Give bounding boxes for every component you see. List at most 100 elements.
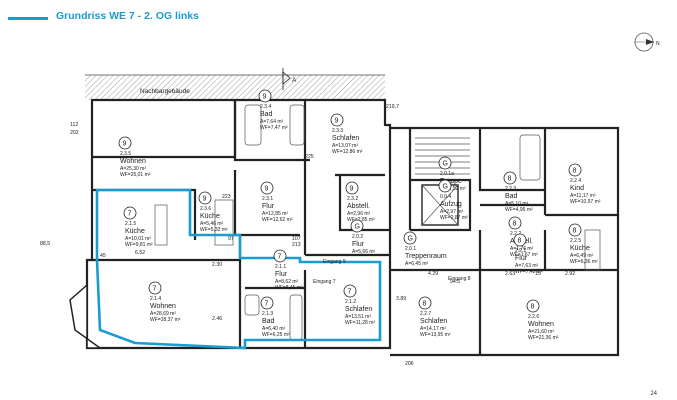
- dimension-label: 15: [535, 271, 541, 277]
- apartment-badge-label: 8: [531, 304, 535, 311]
- room-number: 2.2.2: [510, 231, 521, 237]
- apartment-badge: [403, 231, 417, 245]
- room-name: Abstell.: [347, 203, 370, 210]
- room-area: A=13,07 m²: [332, 143, 358, 149]
- apartment-badge-label: 9: [123, 141, 127, 148]
- room-name: Bad: [262, 318, 275, 325]
- stair: [415, 137, 470, 226]
- dimension-label: 219,7: [386, 104, 399, 110]
- entrance-label-9: Eingang 9: [323, 259, 346, 265]
- room-name: Schlafen: [332, 135, 359, 142]
- apartment-badge: [438, 156, 452, 170]
- apartment-badge-label: 8: [423, 301, 427, 308]
- room-area: A=5,10 m²: [505, 201, 529, 207]
- room-number: 2.1.3: [262, 311, 273, 317]
- room-area: A=5,66 m²: [352, 249, 376, 255]
- room-living-area: WF=8,45 m²: [275, 285, 303, 291]
- apartment-badge: [330, 113, 344, 127]
- room-living-area: WF=9,81 m²: [125, 242, 153, 248]
- room-number: 2.3.2: [347, 196, 358, 202]
- apartment-badge: [568, 163, 582, 177]
- apartment-badge: [568, 223, 582, 237]
- room-number: 2.1.5: [125, 221, 136, 227]
- room-living-area: WF=13,95 m²: [420, 332, 451, 338]
- room-name: Treppenraum: [405, 253, 447, 260]
- room-number: 2.3.4: [260, 104, 271, 110]
- room-name: Küche: [200, 213, 220, 220]
- bathtub-icons: [244, 104, 541, 341]
- apartment-badge: [438, 179, 452, 193]
- apartment-badge-label: 7: [348, 289, 352, 296]
- room-name: Schlafen: [345, 306, 372, 313]
- apartment-badge: [418, 296, 432, 310]
- room-name: Wohnen: [120, 158, 146, 165]
- dimension-label: 4.29: [428, 271, 438, 277]
- room-living-area: WF=10,97 m²: [570, 199, 601, 205]
- room-living-area: WF=12,62 m²: [262, 217, 293, 223]
- dimension-label: 2.30: [212, 262, 222, 268]
- room-living-area: WF=2,87 m²: [440, 215, 468, 221]
- dimension-labels: 112 202 219,7 223 225 6.52 2.30 2.46 97 …: [40, 104, 575, 367]
- room-name: Bad: [505, 193, 518, 200]
- room-number: 0.0.4: [440, 194, 451, 200]
- room-living-area: WF=7,48 m²: [515, 269, 543, 275]
- apartment-badge-label: G: [443, 161, 448, 168]
- dimension-label: 3.89: [396, 296, 406, 302]
- room-living-area: WF=11,28 m²: [345, 320, 375, 326]
- room-number: 2.1.1: [275, 264, 286, 270]
- room-area: A=1,76 m²: [510, 246, 534, 252]
- dimension-label: 202: [70, 130, 79, 136]
- room-number: 2.3.3: [332, 128, 343, 134]
- room-area: A=7,64 m²: [260, 119, 284, 125]
- room-number: 2.2.5: [570, 238, 581, 244]
- room-area: A=10,01 m²: [125, 236, 151, 242]
- room-area: A=8,62 m²: [275, 279, 299, 285]
- neighbor-label: Nachbargebäude: [140, 88, 190, 95]
- apartment-badge-label: 9: [265, 186, 269, 193]
- dimension-label: 107: [292, 236, 301, 242]
- apartment-badge: [343, 284, 357, 298]
- apartment-badge-label: G: [355, 224, 360, 231]
- apartment-badge: [198, 191, 212, 205]
- dimension-label: 112: [70, 122, 78, 128]
- bay-window: [69, 283, 103, 349]
- room-number: 2.2.7: [420, 311, 431, 317]
- unit-we7-outline: [95, 188, 382, 350]
- apartment-badge: [260, 181, 274, 195]
- room-area: A=13,51 m²: [345, 314, 371, 320]
- apartment-badge: [503, 171, 517, 185]
- apartment-badge: [118, 136, 132, 150]
- apartment-badge-label: 8: [573, 168, 577, 175]
- room-number: 2.2.3: [505, 186, 516, 192]
- room-number: 2.2.1: [515, 248, 526, 254]
- room-area: A=28,69 m²: [150, 311, 176, 317]
- room-area: A=11,17 m²: [570, 193, 596, 199]
- room-name: Flur: [262, 203, 275, 210]
- room-number: 2.3.6: [200, 206, 211, 212]
- dimension-label: 88,5: [40, 241, 50, 247]
- room-name: Küche: [125, 228, 145, 235]
- page-number: 24: [650, 391, 657, 397]
- dimension-label: 97: [228, 236, 234, 242]
- north-arrow-icon: N: [634, 32, 660, 52]
- apartment-badge-label: 7: [278, 254, 282, 261]
- room-living-area: WF=6,25 m²: [262, 332, 290, 338]
- room-living-area: WF=25,01 m²: [120, 172, 151, 178]
- room-name: Flur: [352, 241, 365, 248]
